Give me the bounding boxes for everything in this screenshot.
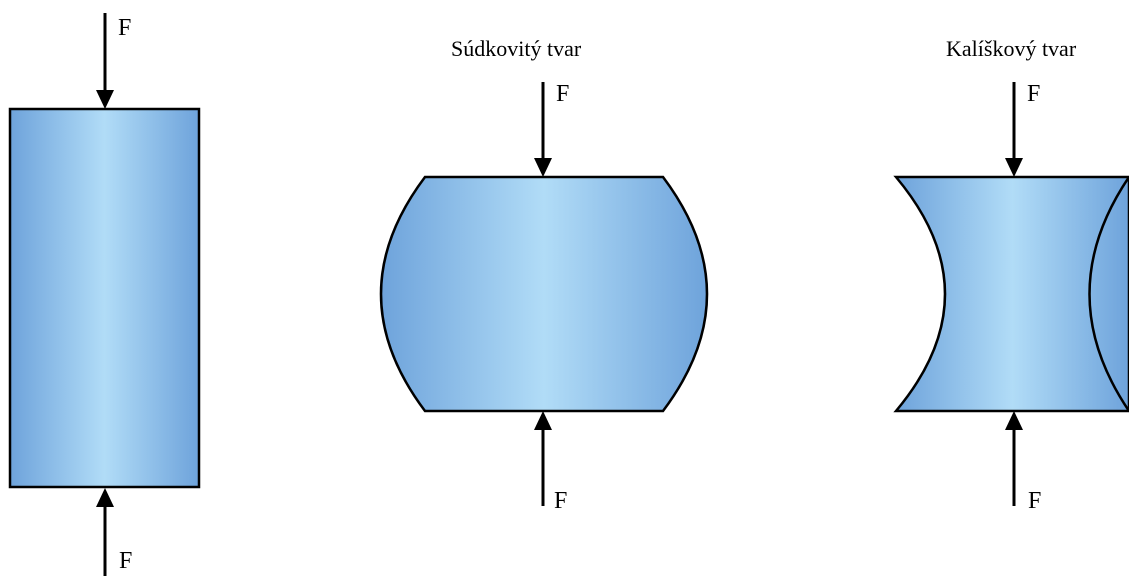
hourglass-body <box>893 175 1129 413</box>
cylinder-body <box>8 107 201 489</box>
hourglass-right-edge <box>1088 176 1129 412</box>
barrel-bottom-force-arrow <box>534 411 552 506</box>
cylinder-group: F F <box>8 13 201 576</box>
hourglass-group: Kalíškový tvar F F <box>893 36 1129 514</box>
barrel-bottom-force-label: F <box>554 488 567 514</box>
hourglass-bottom-force-arrow <box>1005 411 1023 506</box>
barrel-top-force-arrow <box>534 82 552 177</box>
hourglass-bottom-force-label: F <box>1028 488 1041 514</box>
barrel-body <box>379 175 709 413</box>
hourglass-title: Kalíškový tvar <box>946 36 1077 61</box>
hourglass-top-force-arrow <box>1005 82 1023 177</box>
cylinder-bottom-force-label: F <box>119 548 132 574</box>
cylinder-bottom-force-arrow <box>96 488 114 576</box>
cylinder-top-force-arrow <box>96 13 114 109</box>
barrel-group: Súdkovitý tvar F F <box>379 36 709 514</box>
cylinder-top-force-label: F <box>118 15 131 41</box>
barrel-top-force-label: F <box>556 81 569 107</box>
hourglass-top-force-label: F <box>1027 81 1040 107</box>
barrel-title: Súdkovitý tvar <box>451 36 582 61</box>
